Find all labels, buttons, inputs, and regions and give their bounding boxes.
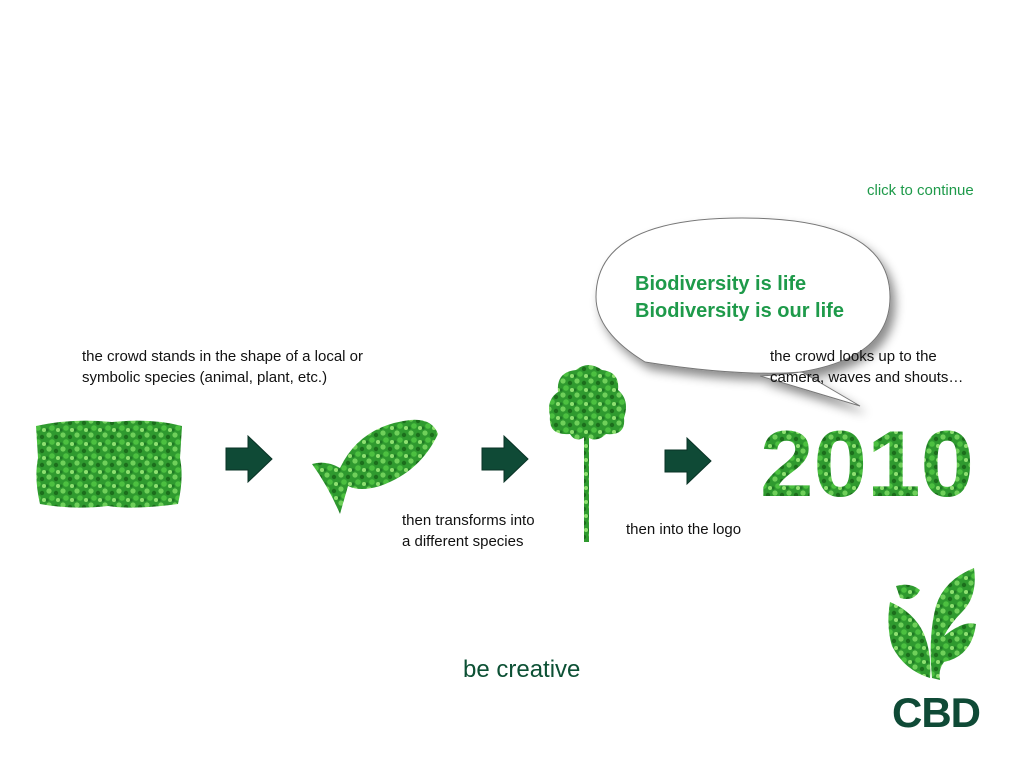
bubble-line-2: Biodiversity is our life [635,300,844,322]
fish-icon [312,419,438,514]
speech-bubble [595,217,891,407]
step1-caption-line-1: the crowd stands in the shape of a local… [82,348,364,365]
crowd-icon [36,420,182,508]
speech-bubble-text: Biodiversity is life Biodiversity is our… [635,271,844,325]
arrow-right-icon [664,436,712,486]
step4-caption-line-2: camera, waves and shouts… [770,369,964,386]
logo-2010-icon: 2010 [760,411,974,516]
step1-caption-line-2: symbolic species (animal, plant, etc.) [82,369,328,386]
step1-caption: the crowd stands in the shape of a local… [82,346,363,388]
logo-2010-text: 2010 [760,411,974,516]
step2-caption-line-1: then transforms into [402,512,535,529]
step2-caption: then transforms into a different species [402,510,535,552]
be-creative-text: be creative [463,656,581,683]
step3-caption: then into the logo [626,521,742,538]
tree-icon [549,365,626,542]
cbd-logo-icon [888,568,976,680]
cbd-logo-text: CBD [892,689,981,736]
step4-caption-line-1: the crowd looks up to the [770,348,937,365]
bubble-line-1: Biodiversity is life [635,273,807,295]
step4-caption: the crowd looks up to the camera, waves … [770,346,963,388]
arrow-right-icon [481,434,529,484]
click-to-continue-link[interactable]: click to continue [867,182,974,199]
step2-caption-line-2: a different species [402,533,524,550]
arrow-right-icon [225,434,273,484]
